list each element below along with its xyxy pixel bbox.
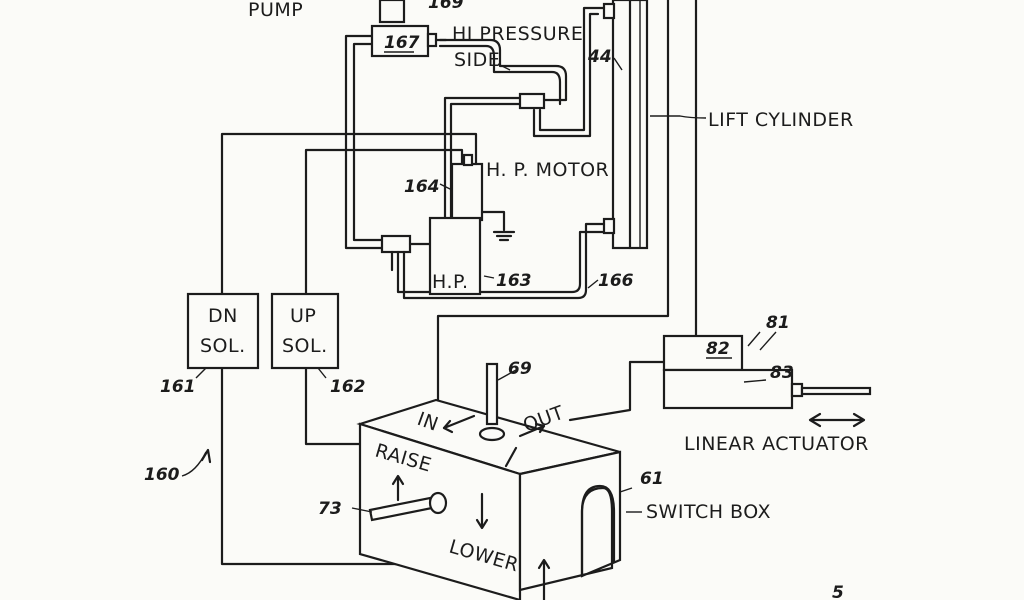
ref-61: 61 [640, 469, 664, 489]
linear-actuator-label: LINEAR ACTUATOR [684, 433, 869, 455]
ref-160: 160 [144, 465, 180, 485]
up-sol-label: SOL. [282, 335, 328, 357]
ref-69: 69 [508, 359, 532, 379]
hi-pressure-label: HI PRESSURE [452, 23, 583, 45]
cylinder-ports [602, 2, 616, 235]
up-solenoid [270, 292, 340, 370]
switch-box [356, 362, 622, 600]
ref-73: 73 [318, 499, 342, 519]
pump-assembly [370, 0, 448, 58]
hp-motor [428, 153, 516, 296]
hp-motor-label: H. P. MOTOR [486, 159, 609, 181]
ref-163: 163 [496, 271, 532, 291]
hp-label: H.P. [432, 271, 469, 293]
dn-solenoid [186, 292, 260, 370]
ref-169: 169 [428, 0, 464, 13]
ref-161: 161 [160, 377, 196, 397]
side-label: SIDE [454, 49, 500, 71]
pump-label: PUMP [248, 0, 303, 21]
ref-162: 162 [330, 377, 366, 397]
switch-box-label: SWITCH BOX [646, 501, 771, 523]
ref-83: 83 [770, 363, 794, 383]
ref-81: 81 [766, 313, 790, 333]
leader-lines [181, 57, 777, 513]
ref-82: 82 [706, 339, 730, 359]
hydraulic-lines [344, 6, 606, 300]
ref-167: 167 [384, 33, 420, 53]
lift-cylinder-label: LIFT CYLINDER [708, 109, 854, 131]
ref-166: 166 [598, 271, 634, 291]
lift-cylinder [611, 0, 649, 250]
linear-actuator [662, 334, 872, 428]
dn-sol-label: SOL. [200, 335, 246, 357]
electrical-wiring [220, 0, 698, 566]
ref-44: 44 [587, 47, 612, 67]
dn-label: DN [208, 305, 238, 327]
ref-164: 164 [404, 177, 440, 197]
ref-5: 5 [832, 583, 844, 600]
up-label: UP [290, 305, 316, 327]
